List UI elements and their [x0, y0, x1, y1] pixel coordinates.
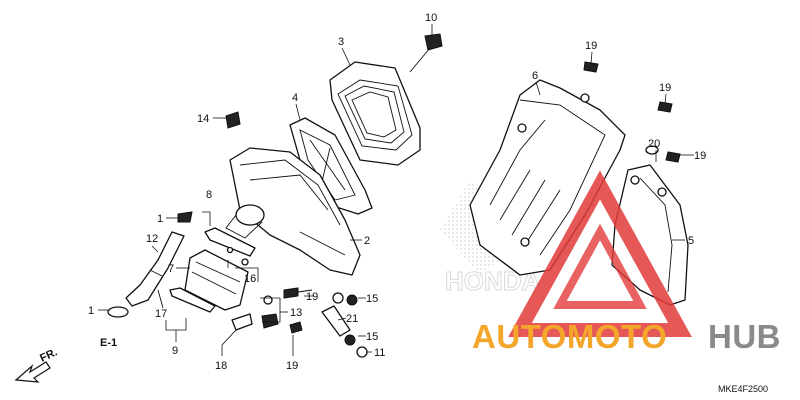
- label-19-d: 19: [306, 291, 318, 303]
- label-20: 20: [648, 138, 660, 150]
- front-direction-arrow: FR.: [14, 346, 59, 383]
- label-4: 4: [292, 92, 298, 104]
- label-13: 13: [290, 307, 302, 319]
- air-filter-element: [329, 61, 421, 166]
- label-19-c: 19: [694, 150, 706, 162]
- label-19-a: 19: [585, 40, 597, 52]
- diagram-code: MKE4F2500: [718, 384, 768, 394]
- label-1-a: 1: [157, 213, 163, 225]
- label-9: 9: [172, 345, 178, 357]
- label-5: 5: [688, 235, 694, 247]
- label-15-a: 15: [366, 293, 378, 305]
- label-21: 21: [346, 313, 358, 325]
- side-cover: [611, 164, 689, 306]
- label-16: 16: [244, 273, 256, 285]
- label-6: 6: [532, 70, 538, 82]
- label-14: 14: [197, 113, 209, 125]
- label-19-b: 19: [659, 82, 671, 94]
- label-3: 3: [338, 36, 344, 48]
- label-8: 8: [206, 189, 212, 201]
- label-19-e: 19: [286, 360, 298, 372]
- watermark-hub: HUB: [708, 318, 781, 355]
- label-11: 11: [374, 347, 385, 359]
- automotohub-watermark: AUTOMOTO HUB: [472, 170, 781, 355]
- label-17: 17: [155, 308, 167, 320]
- label-7: 7: [168, 263, 174, 275]
- fr-label: FR.: [38, 346, 59, 364]
- label-18: 18: [215, 360, 227, 372]
- breather-tube: [125, 231, 185, 307]
- watermark-automoto: AUTOMOTO: [472, 318, 667, 355]
- label-10: 10: [425, 12, 437, 24]
- leader-lines: [98, 24, 694, 356]
- air-duct: [469, 79, 626, 276]
- label-15-b: 15: [366, 331, 378, 343]
- label-2: 2: [364, 235, 370, 247]
- ref-e1-label: E-1: [100, 337, 117, 349]
- label-12: 12: [146, 233, 158, 245]
- air-cleaner-case: [225, 147, 361, 276]
- reed-assembly: [169, 227, 256, 313]
- label-1-b: 1: [88, 305, 94, 317]
- part-labels: 10 3 4 14 6 19 19 20 19 5 2 8 1 12 7 16 …: [88, 12, 706, 372]
- hardware: [107, 33, 681, 358]
